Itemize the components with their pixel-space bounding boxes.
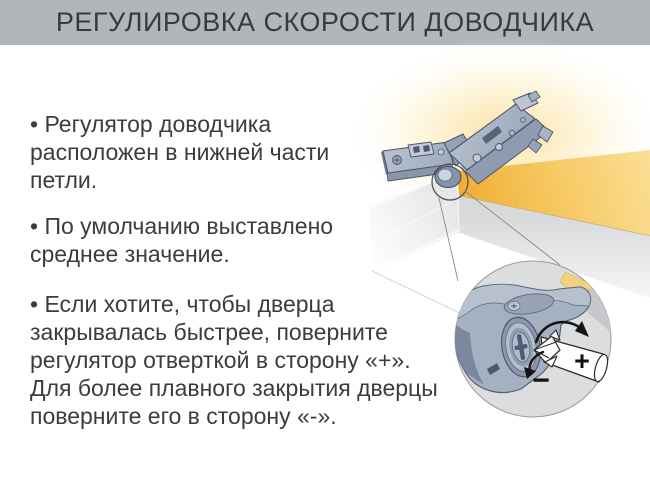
- cabinet-panel: [369, 150, 650, 319]
- bullet-regulator-location: • Регулятор доводчика расположен в нижне…: [30, 111, 330, 193]
- bullet-adjustment-directions: • Если хотите, чтобы дверца закрывалась …: [30, 291, 438, 429]
- rotation-arrow-minus: [524, 350, 545, 379]
- minus-label: −: [532, 364, 550, 397]
- screwdriver-icon: [533, 329, 609, 383]
- hinge-graphic: [381, 90, 554, 189]
- rotation-arrow-plus: [534, 320, 589, 344]
- bullet-default-setting: • По умолчанию выставлено среднее значен…: [30, 213, 334, 267]
- callout-lines: [438, 190, 561, 282]
- title-bar: РЕГУЛИРОВКА СКОРОСТИ ДОВОДЧИКА: [0, 0, 650, 45]
- regulator-boss: [434, 165, 462, 189]
- regulator-screw: [500, 316, 542, 378]
- plus-label: +: [574, 346, 590, 376]
- page-title: РЕГУЛИРОВКА СКОРОСТИ ДОВОДЧИКА: [55, 7, 595, 37]
- instructions: • Регулятор доводчика расположен в нижне…: [30, 110, 454, 430]
- highlight-circle: [431, 163, 469, 201]
